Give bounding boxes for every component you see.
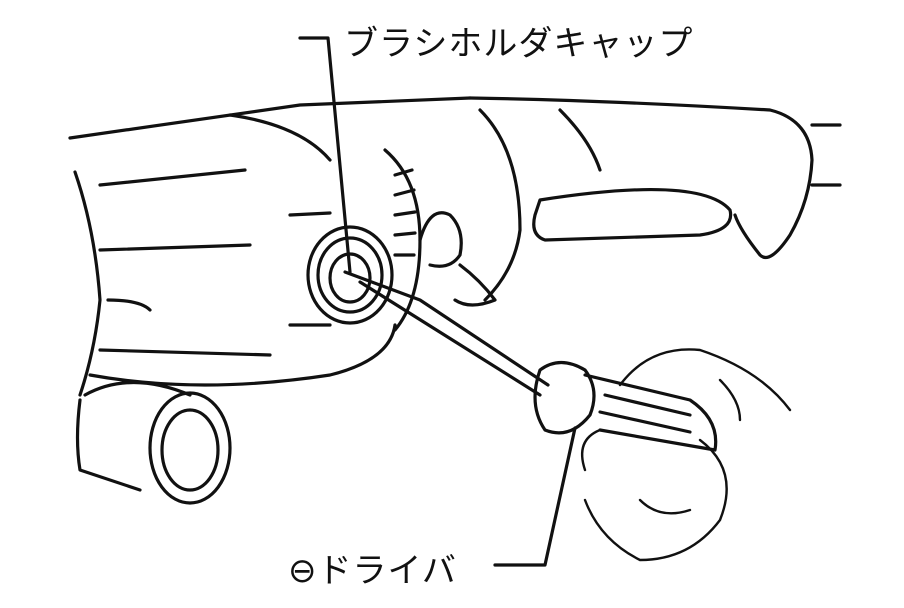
minus-screwdriver-icon: ⊖ — [288, 551, 318, 591]
label-brush-holder-cap: ブラシホルダキャップ — [344, 24, 694, 64]
gear-housing — [418, 96, 842, 307]
motor-housing — [68, 96, 472, 397]
brush-holder-cap — [306, 225, 394, 325]
spindle-cylinder — [75, 381, 232, 505]
screwdriver — [343, 270, 718, 452]
label-screwdriver: ⊖ドライバ — [288, 543, 457, 592]
label-screwdriver-text: ドライバ — [317, 551, 457, 591]
leader-line-cap — [298, 36, 352, 274]
hand — [580, 348, 792, 562]
leader-line-driver — [493, 426, 577, 567]
